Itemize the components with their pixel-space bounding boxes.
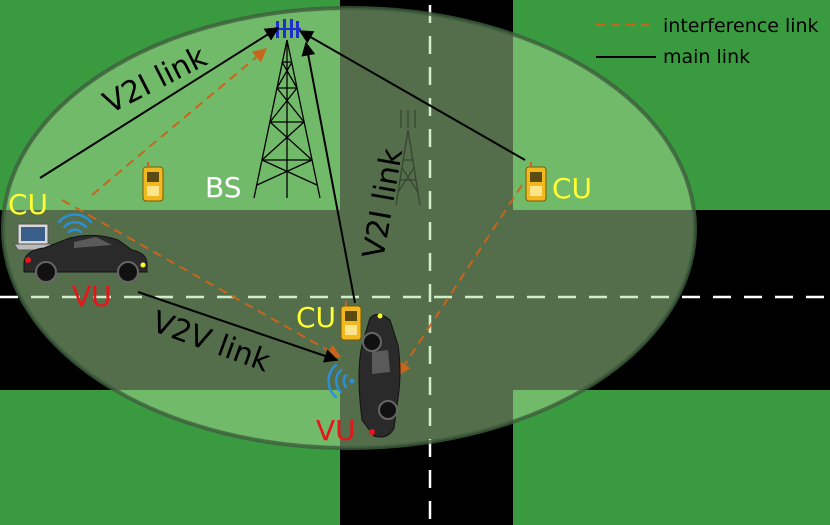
phone-icon bbox=[525, 162, 547, 202]
coverage-area bbox=[1, 6, 697, 450]
cu-label-right: CU bbox=[552, 172, 592, 205]
legend-main-label: main link bbox=[663, 46, 750, 68]
legend: interference link main link bbox=[596, 15, 819, 68]
faded-tower-icon bbox=[395, 110, 421, 206]
car-icon bbox=[358, 313, 401, 438]
interference-link-cu-left-to-vu bbox=[61, 199, 342, 358]
wifi-icon bbox=[327, 363, 355, 399]
main-link-cu-center-to-bs bbox=[301, 41, 356, 304]
bs-label: BS bbox=[205, 171, 242, 204]
main-link-cu-right-to-bs bbox=[298, 30, 526, 161]
cu-label-left: CU bbox=[8, 188, 48, 221]
interference-link-cu-right-to-vu bbox=[397, 184, 523, 377]
main-link-v2v bbox=[137, 291, 339, 363]
wifi-icon bbox=[57, 213, 93, 241]
main-link-cu-left-to-bs bbox=[39, 27, 280, 179]
phone-icon bbox=[340, 301, 362, 341]
car-icon bbox=[23, 234, 148, 283]
legend-interference-label: interference link bbox=[663, 15, 819, 37]
laptop-icon bbox=[13, 223, 53, 251]
vu-label-left: VU bbox=[72, 280, 112, 313]
phone-icon bbox=[142, 162, 164, 202]
cu-label-center: CU bbox=[296, 301, 336, 334]
cell-tower-icon bbox=[253, 39, 321, 199]
interference-link-cu-left-to-bs bbox=[91, 48, 268, 196]
vu-label-bottom: VU bbox=[316, 414, 356, 447]
